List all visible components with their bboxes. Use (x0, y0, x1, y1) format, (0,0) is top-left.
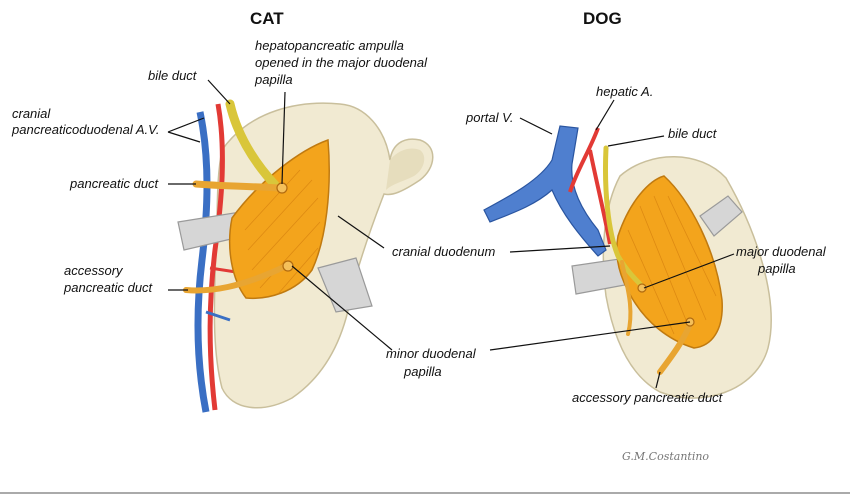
dog-label-major-papilla-line1: major duodenal (736, 244, 827, 259)
cat-label-ampulla-line3: papilla (254, 72, 293, 87)
cat-duodenum-shade (386, 148, 425, 190)
dog-portal-vein (483, 125, 607, 257)
dog-hepatic-artery (568, 127, 612, 245)
dog-pancreatic-duct (620, 260, 633, 336)
cat-label-ampulla-line1: hepatopancreatic ampulla (255, 38, 404, 53)
cat-label-ampulla-line2: opened in the major duodenal (255, 55, 428, 70)
cat-label-accessory-line2: pancreatic duct (63, 280, 154, 295)
dog-retractor-right (699, 195, 743, 237)
cat-label-bile-duct: bile duct (148, 68, 198, 83)
dog-label-accessory-duct: accessory pancreatic duct (572, 390, 724, 405)
cat-vessel-branch (209, 266, 237, 274)
cat-vein (194, 111, 211, 413)
artist-signature: G.M.Costantino (622, 450, 709, 463)
cat-pancreatic-duct (192, 180, 282, 192)
dog-label-portal-v: portal V. (465, 110, 513, 125)
cat-illustration (177, 99, 434, 413)
cat-bile-duct (225, 99, 281, 191)
dog-pancreas (616, 175, 723, 349)
dog-label-major-papilla-line2: papilla (757, 261, 796, 276)
dog-illustration (483, 125, 772, 399)
cat-label-pancreatic-duct: pancreatic duct (69, 176, 160, 191)
cat-minor-papilla (282, 260, 294, 272)
leader-lines (167, 79, 735, 389)
cat-label-accessory-line1: accessory (64, 263, 124, 278)
label-cranial-duodenum: cranial duodenum (392, 244, 496, 259)
dog-pancreas-texture (627, 195, 717, 335)
cat-accessory-duct (183, 263, 289, 294)
cat-label-cranial-line2: pancreaticoduodenal A.V. (11, 122, 159, 137)
cat-vessel-branch (205, 310, 231, 322)
dog-label-hepatic-a: hepatic A. (596, 84, 653, 99)
cat-label-cranial-line1: cranial (12, 106, 51, 121)
label-minor-papilla-line2: papilla (403, 364, 442, 379)
cat-title: CAT (250, 9, 284, 28)
cat-major-papilla (276, 182, 288, 194)
dog-accessory-duct (657, 321, 693, 375)
cat-artery (207, 103, 225, 411)
dog-major-papilla (637, 283, 647, 293)
label-minor-papilla-line1: minor duodenal (386, 346, 477, 361)
dog-bile-duct (603, 145, 645, 289)
dog-label-bile-duct: bile duct (668, 126, 718, 141)
dog-title: DOG (583, 9, 622, 28)
